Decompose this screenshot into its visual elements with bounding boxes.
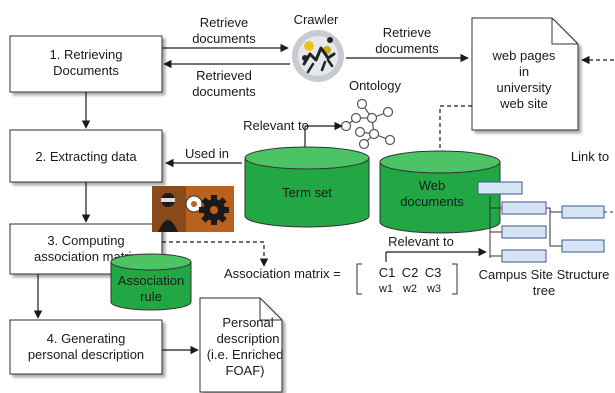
matrix-weight-w3: w3 <box>426 283 441 295</box>
association-matrix: C1 C2 C3 w1 w2 w3 <box>356 263 458 295</box>
tree-node-a <box>501 201 547 215</box>
personal-desc-line2: description <box>217 331 280 346</box>
edge-retrieve-line1: Retrieve <box>200 15 248 30</box>
crawler-icon <box>292 30 344 82</box>
web-documents-cylinder: Web documents <box>379 150 501 234</box>
association-rule-cylinder: Association rule <box>110 253 192 311</box>
web-documents-line2: documents <box>400 194 464 209</box>
matrix-header-c1: C1 <box>379 265 396 280</box>
step-1-label-line1: 1. Retrieving <box>50 47 123 62</box>
personal-desc-line4: FOAF) <box>226 363 265 378</box>
step-4-label-line2: personal description <box>28 347 144 362</box>
web-pages-line1: web pages <box>492 48 556 63</box>
matrix-weight-w1: w1 <box>378 283 393 295</box>
web-pages-line3: university <box>497 80 552 95</box>
edge-retrieve2-line2: documents <box>375 41 439 56</box>
edge-relevant-to-bottom: Relevant to <box>388 234 454 249</box>
association-rule-line1: Association <box>118 273 184 288</box>
gear-person-icon <box>152 186 234 232</box>
edge-relevant-to-top: Relevant to <box>243 118 309 133</box>
edge-retrieved-line2: documents <box>192 84 256 99</box>
web-documents-line1: Web <box>419 178 446 193</box>
arrow-step3-to-matrix <box>162 241 269 267</box>
step-2-box: 2. Extracting data <box>9 129 163 183</box>
tree-node-b <box>501 225 547 239</box>
tree-node-d <box>561 205 605 219</box>
association-matrix-label: Association matrix = <box>224 266 341 281</box>
campus-tree-line2: tree <box>533 283 555 298</box>
web-pages-line2: in <box>519 64 529 79</box>
ontology-label: Ontology <box>349 78 402 93</box>
term-set-label: Term set <box>282 185 332 200</box>
web-pages-document: web pages in university web site <box>471 17 579 131</box>
term-set-cylinder: Term set <box>244 146 370 228</box>
step-1-label-line2: Documents <box>53 63 119 78</box>
step-3-label-line1: 3. Computing <box>47 233 124 248</box>
personal-desc-line1: Personal <box>222 315 273 330</box>
tree-root-node <box>477 181 523 195</box>
matrix-header-c2: C2 <box>402 265 419 280</box>
ontology-graph-icon <box>340 98 396 150</box>
matrix-header-c3: C3 <box>425 265 442 280</box>
edge-retrieve-line2: documents <box>192 31 256 46</box>
campus-site-tree <box>477 181 615 263</box>
step-4-box: 4. Generating personal description <box>9 319 163 375</box>
matrix-weight-w2: w2 <box>402 283 417 295</box>
step-4-label-line1: 4. Generating <box>47 331 126 346</box>
tree-node-e <box>561 239 605 253</box>
edge-used-in: Used in <box>185 146 229 161</box>
personal-desc-line3: (i.e. Enriched <box>207 347 284 362</box>
web-pages-line4: web site <box>499 96 548 111</box>
step-1-box: 1. Retrieving Documents <box>9 35 163 93</box>
edge-retrieved-line1: Retrieved <box>196 68 252 83</box>
edge-retrieve2-line1: Retrieve <box>383 25 431 40</box>
personal-description-document: Personal description (i.e. Enriched FOAF… <box>199 297 284 393</box>
edge-link-to: Link to <box>571 149 609 164</box>
arrow-webpages-to-webdocs <box>435 105 472 159</box>
tree-node-c <box>501 249 547 263</box>
campus-tree-line1: Campus Site Structure <box>479 267 610 282</box>
step-2-label: 2. Extracting data <box>35 149 137 164</box>
crawler-label: Crawler <box>294 12 339 27</box>
association-rule-line2: rule <box>140 289 162 304</box>
